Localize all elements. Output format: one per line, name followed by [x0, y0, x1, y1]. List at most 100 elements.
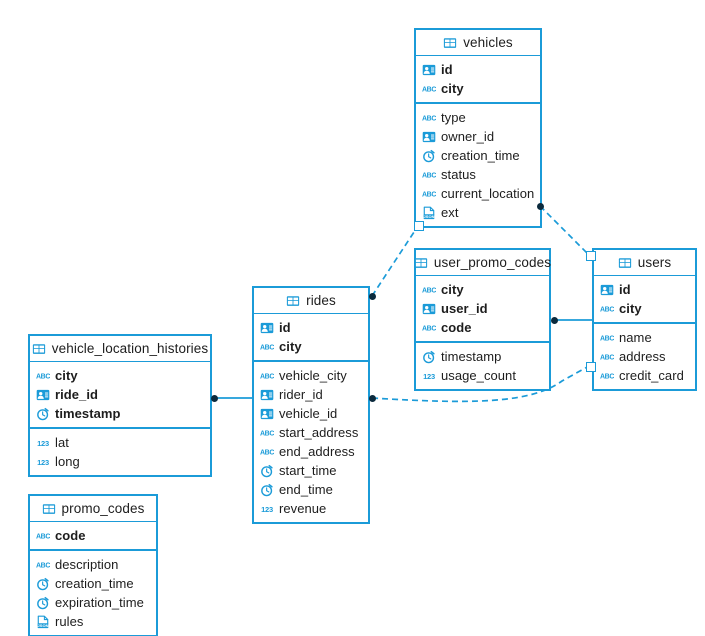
entity-header[interactable]: user_promo_codes: [414, 250, 551, 276]
entity-header[interactable]: users: [594, 250, 695, 276]
field-name: vehicle_city: [279, 368, 347, 383]
relationship-endpoint-dot[interactable]: [369, 293, 376, 300]
field-name: credit_card: [619, 368, 684, 383]
svg-text:ABC: ABC: [260, 430, 274, 437]
field-row[interactable]: ABC city: [30, 366, 210, 385]
entity-header[interactable]: vehicle_location_histories: [30, 336, 210, 362]
abc-icon: ABC: [36, 529, 50, 543]
field-row[interactable]: vehicle_id: [254, 404, 368, 423]
field-row[interactable]: creation_time: [416, 146, 540, 165]
abc-icon: ABC: [36, 558, 50, 572]
svg-text:123: 123: [37, 457, 49, 466]
table-icon: [443, 36, 457, 50]
id-icon: [260, 407, 274, 421]
entity-header[interactable]: rides: [254, 288, 368, 314]
field-row[interactable]: id: [254, 318, 368, 337]
field-row[interactable]: 123 revenue: [254, 499, 368, 518]
abc-icon: ABC: [422, 283, 436, 297]
field-row[interactable]: user_id: [416, 299, 549, 318]
clock-icon: [260, 464, 274, 478]
relationship-endpoint-square[interactable]: [414, 221, 424, 231]
relationship-endpoint-square[interactable]: [586, 362, 596, 372]
field-name: id: [619, 282, 631, 297]
num-icon: 123: [260, 502, 274, 516]
entity-header[interactable]: vehicles: [416, 30, 540, 56]
id-icon: [260, 388, 274, 402]
relationship-endpoint-dot[interactable]: [211, 395, 218, 402]
field-row[interactable]: start_time: [254, 461, 368, 480]
num-icon: 123: [36, 455, 50, 469]
relationship-endpoint-dot[interactable]: [551, 317, 558, 324]
field-row[interactable]: owner_id: [416, 127, 540, 146]
table-icon: [414, 256, 428, 270]
field-name: city: [55, 368, 78, 383]
field-row[interactable]: creation_time: [30, 574, 156, 593]
field-name: revenue: [279, 501, 327, 516]
relationship-edge-rides-to-vehicles[interactable]: [371, 225, 419, 297]
field-row[interactable]: expiration_time: [30, 593, 156, 612]
abc-icon: ABC: [260, 445, 274, 459]
relationship-endpoint-square[interactable]: [586, 251, 596, 261]
abc-icon: ABC: [260, 340, 274, 354]
entity-header[interactable]: promo_codes: [30, 496, 156, 522]
field-row[interactable]: timestamp: [30, 404, 210, 423]
json-icon: JSON: [36, 615, 50, 629]
field-row[interactable]: id: [594, 280, 695, 299]
table-icon: [286, 294, 300, 308]
field-name: creation_time: [55, 576, 134, 591]
field-row[interactable]: end_time: [254, 480, 368, 499]
field-row[interactable]: id: [416, 60, 540, 79]
num-icon: 123: [422, 369, 436, 383]
clock-icon: [36, 577, 50, 591]
svg-text:JSON: JSON: [38, 622, 49, 627]
field-name: timestamp: [441, 349, 502, 364]
field-row[interactable]: timestamp: [416, 347, 549, 366]
field-name: ext: [441, 205, 459, 220]
svg-text:ABC: ABC: [422, 287, 436, 294]
primary-key-group: ABC city ride_id timestamp: [30, 362, 210, 429]
field-row[interactable]: ride_id: [30, 385, 210, 404]
field-name: ride_id: [55, 387, 98, 402]
id-icon: [600, 283, 614, 297]
id-icon: [422, 63, 436, 77]
relationship-endpoint-dot[interactable]: [369, 395, 376, 402]
svg-text:ABC: ABC: [36, 373, 50, 380]
svg-text:ABC: ABC: [422, 191, 436, 198]
relationship-endpoint-dot[interactable]: [537, 203, 544, 210]
field-row[interactable]: rider_id: [254, 385, 368, 404]
svg-text:ABC: ABC: [422, 172, 436, 179]
